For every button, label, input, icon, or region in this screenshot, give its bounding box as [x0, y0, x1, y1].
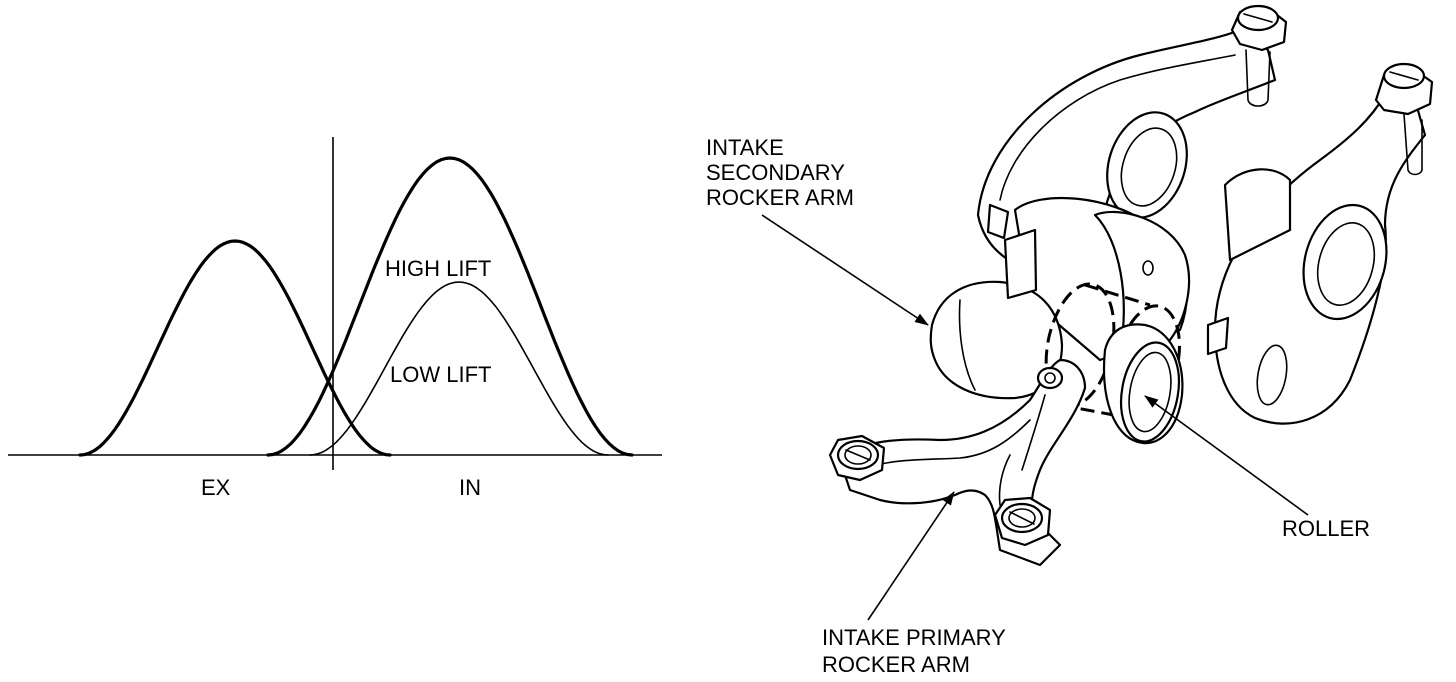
secondary-rocker-front — [929, 228, 1064, 400]
low-lift-curve — [309, 281, 609, 456]
adjusting-screw-top — [1230, 4, 1288, 107]
low-lift-label: LOW LIFT — [390, 362, 491, 387]
secondary-rocker-arm-right — [1206, 62, 1434, 425]
secondary-rocker-body — [1013, 168, 1292, 362]
intake-label: IN — [459, 475, 481, 500]
valve-lift-diagram: HIGH LIFT LOW LIFT EX IN — [8, 137, 662, 500]
roller-leader-line — [1144, 395, 1309, 516]
high-lift-curve — [266, 156, 634, 457]
rocker-arm-assembly: INTAKE SECONDARY ROCKER ARM ROLLER INTAK… — [706, 4, 1434, 677]
primary-leader-line — [867, 491, 955, 621]
primary-rocker-label: INTAKE PRIMARY ROCKER ARM — [822, 625, 1012, 677]
adjusting-screw-left — [828, 434, 886, 482]
exhaust-label: EX — [201, 475, 231, 500]
secondary-rocker-label: INTAKE SECONDARY ROCKER ARM — [706, 135, 854, 210]
roller — [1103, 323, 1184, 445]
roller-label: ROLLER — [1282, 516, 1370, 541]
exhaust-lift-curve — [78, 239, 392, 457]
adjusting-screw-right — [993, 496, 1052, 547]
high-lift-label: HIGH LIFT — [385, 256, 491, 281]
secondary-leader-line — [761, 214, 929, 326]
